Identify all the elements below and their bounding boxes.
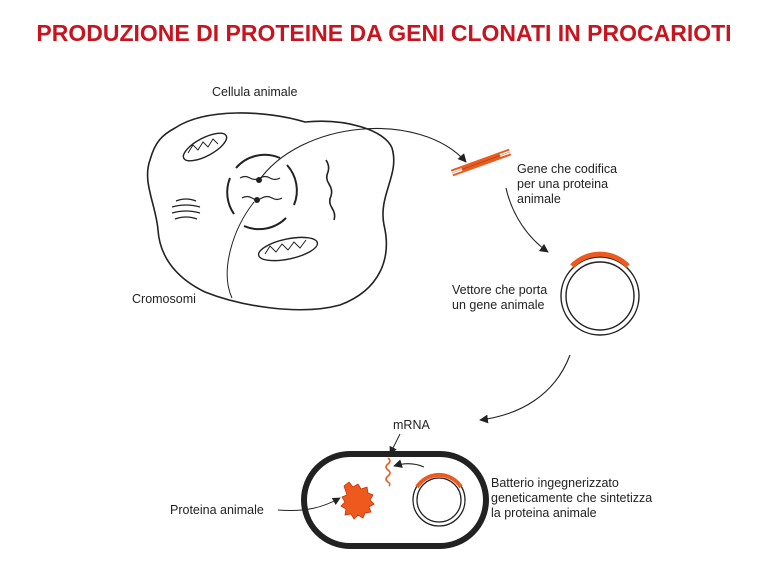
bacterium [301,451,489,549]
mitochondrion-top [182,132,228,162]
label-vector: Vettore che porta un gene animale [452,283,548,312]
page-title: PRODUZIONE DI PROTEINE DA GENI CLONATI I… [36,20,732,46]
mrna-strand [385,457,391,487]
arrow-cell-to-gene [257,128,467,183]
plasmid-vector [560,251,640,336]
label-mrna: mRNA [393,418,430,432]
label-chromosomes: Cromosomi [132,292,196,306]
mrna-pointer [389,433,401,455]
label-protein: Proteina animale [170,503,264,517]
animal-cell [146,112,395,311]
arrow-plasmid-to-mrna [393,459,425,468]
label-bacterium: Batterio ingegnerizzato geneticamente ch… [491,476,653,520]
label-cell: Cellula animale [212,85,298,99]
protein-blob [340,481,375,520]
endoplasmic-reticulum [325,159,336,221]
golgi-apparatus [171,198,201,220]
nucleus [226,153,298,231]
arrow-gene-to-vector [505,187,549,253]
mitochondrion-bottom [257,236,319,262]
chromosomes-pointer [226,201,255,299]
protein-pointer [277,497,341,511]
gene-fragment [450,148,512,177]
label-gene: Gene che codifica per una proteina anima… [517,162,618,206]
bacterium-plasmid [412,472,466,527]
arrow-vector-to-bacterium [479,354,571,424]
